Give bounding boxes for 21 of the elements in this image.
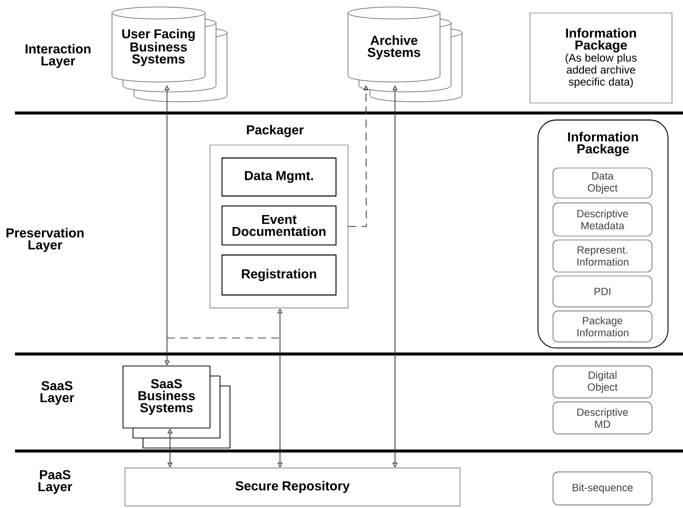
process-box: Data Mgmt.	[222, 158, 336, 196]
rounded-box: PDI	[552, 276, 652, 308]
layer-label: Interaction Layer	[26, 44, 90, 68]
rounded-box: Digital Object	[552, 366, 652, 398]
node-label: Packager	[246, 124, 304, 138]
layer-label: PaaS Layer	[38, 470, 72, 494]
repository-box: Secure Repository	[124, 468, 460, 506]
rounded-box: Descriptive MD	[552, 402, 652, 434]
rounded-box: Bit-sequence	[552, 472, 652, 506]
rounded-box: Package Information	[552, 310, 652, 342]
text-box: Information Package (As below plus added archive specific data)	[530, 12, 672, 104]
process-box: Event Documentation	[222, 206, 336, 246]
cylinder-stack: User Facing Business Systems	[112, 6, 228, 102]
layer-label: Preservation Layer	[6, 228, 84, 252]
process-box: Registration	[222, 254, 336, 296]
document-stack: SaaS Business Systems	[122, 366, 230, 448]
rounded-box: Data Object	[552, 168, 652, 198]
cylinder-stack: Archive Systems	[348, 6, 462, 102]
rounded-box: Descriptive Metadata	[552, 202, 652, 236]
layer-label: SaaS Layer	[40, 381, 74, 405]
rounded-box: Represent. Information	[552, 240, 652, 272]
